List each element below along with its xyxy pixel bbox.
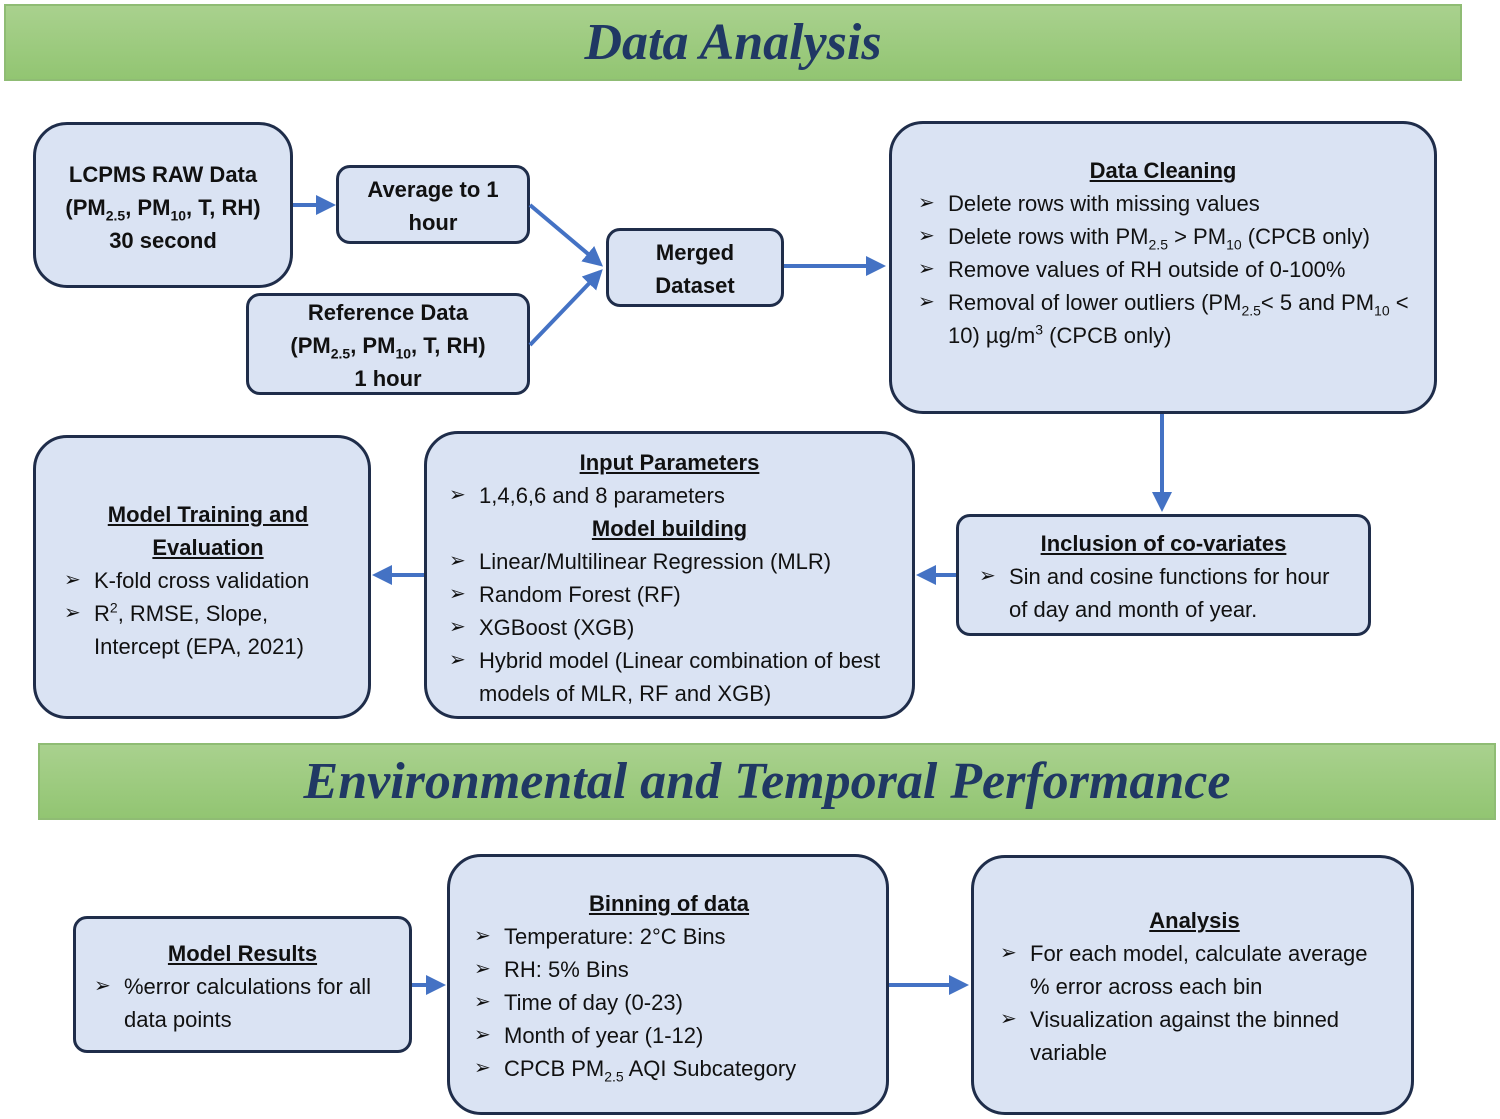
banner-data-analysis: Data Analysis: [4, 4, 1462, 81]
analysis-box: Analysis ➢For each model, calculate aver…: [971, 855, 1414, 1115]
cleaning-item-pm-ratio: ➢Delete rows with PM2.5 > PM10 (CPCB onl…: [916, 220, 1410, 253]
covariates-box: Inclusion of co-variates ➢Sin and cosine…: [956, 514, 1371, 636]
bullet-arrow-icon: ➢: [474, 991, 491, 1013]
binning-title: Binning of data: [588, 891, 750, 916]
bullet-arrow-icon: ➢: [1000, 1008, 1017, 1030]
analysis-item-visualization: ➢Visualization against the binned variab…: [998, 1003, 1391, 1069]
model-item-rf: ➢Random Forest (RF): [447, 578, 892, 611]
binning-item-rh: ➢RH: 5% Bins: [472, 953, 866, 986]
bullet-arrow-icon: ➢: [918, 192, 935, 214]
bullet-arrow-icon: ➢: [94, 975, 111, 997]
model-item-hybrid: ➢Hybrid model (Linear combination of bes…: [447, 644, 892, 710]
input-item-parameters: ➢1,4,6,6 and 8 parameters: [447, 479, 892, 512]
lcpms-params: (PM2.5, PM10, T, RH): [65, 195, 261, 224]
covariates-item: ➢Sin and cosine functions for hour of da…: [977, 560, 1350, 626]
bullet-arrow-icon: ➢: [449, 583, 466, 605]
bullet-arrow-icon: ➢: [474, 958, 491, 980]
bullet-arrow-icon: ➢: [64, 602, 81, 624]
training-item-metrics: ➢R2, RMSE, Slope, Intercept (EPA, 2021): [62, 597, 354, 663]
binning-item-temperature: ➢Temperature: 2°C Bins: [472, 920, 866, 953]
model-item-xgb: ➢XGBoost (XGB): [447, 611, 892, 644]
bullet-arrow-icon: ➢: [918, 258, 935, 280]
binning-box: Binning of data ➢Temperature: 2°C Bins ➢…: [447, 854, 889, 1115]
binning-item-month: ➢Month of year (1-12): [472, 1019, 866, 1052]
covariates-title: Inclusion of co-variates: [1040, 531, 1287, 556]
bullet-arrow-icon: ➢: [474, 1024, 491, 1046]
model-training-box: Model Training and Evaluation ➢K-fold cr…: [33, 435, 371, 719]
average-text: Average to 1 hour: [367, 177, 499, 235]
bullet-arrow-icon: ➢: [979, 565, 996, 587]
bullet-arrow-icon: ➢: [918, 291, 935, 313]
binning-item-time: ➢Time of day (0-23): [472, 986, 866, 1019]
banner-data-analysis-text: Data Analysis: [584, 14, 882, 71]
data-cleaning-title: Data Cleaning: [1089, 158, 1237, 183]
arrow-reference-to-merged: [528, 269, 603, 347]
bullet-arrow-icon: ➢: [918, 225, 935, 247]
reference-title: Reference Data: [307, 300, 469, 325]
bullet-arrow-icon: ➢: [474, 925, 491, 947]
bullet-arrow-icon: ➢: [449, 484, 466, 506]
model-results-title: Model Results: [167, 941, 318, 966]
banner-environmental-performance: Environmental and Temporal Performance: [38, 743, 1496, 820]
lcpms-title: LCPMS RAW Data: [68, 162, 258, 187]
reference-data-box: Reference Data (PM2.5, PM10, T, RH) 1 ho…: [246, 293, 530, 395]
bullet-arrow-icon: ➢: [474, 1057, 491, 1079]
merged-text: Merged Dataset: [655, 240, 735, 298]
banner-environmental-performance-text: Environmental and Temporal Performance: [303, 753, 1231, 810]
lcpms-raw-data-box: LCPMS RAW Data (PM2.5, PM10, T, RH) 30 s…: [33, 122, 293, 288]
bullet-arrow-icon: ➢: [1000, 942, 1017, 964]
reference-params: (PM2.5, PM10, T, RH): [290, 333, 486, 362]
bullet-arrow-icon: ➢: [449, 649, 466, 671]
bullet-arrow-icon: ➢: [64, 569, 81, 591]
data-cleaning-box: Data Cleaning ➢Delete rows with missing …: [889, 121, 1437, 414]
lcpms-interval: 30 second: [109, 228, 217, 253]
cleaning-item-outliers: ➢Removal of lower outliers (PM2.5< 5 and…: [916, 286, 1410, 352]
model-results-box: Model Results ➢%error calculations for a…: [73, 916, 412, 1053]
average-box: Average to 1 hour: [336, 165, 530, 244]
bullet-arrow-icon: ➢: [449, 550, 466, 572]
binning-item-aqi: ➢CPCB PM2.5 AQI Subcategory: [472, 1052, 866, 1085]
cleaning-item-rh: ➢Remove values of RH outside of 0-100%: [916, 253, 1410, 286]
model-item-mlr: ➢Linear/Multilinear Regression (MLR): [447, 545, 892, 578]
analysis-title: Analysis: [1149, 908, 1240, 933]
merged-dataset-box: Merged Dataset: [606, 228, 784, 307]
analysis-item-average: ➢For each model, calculate average % err…: [998, 937, 1391, 1003]
training-item-kfold: ➢K-fold cross validation: [62, 564, 354, 597]
reference-interval: 1 hour: [354, 366, 422, 391]
arrow-average-to-merged: [528, 203, 604, 267]
input-parameters-title: Input Parameters: [579, 450, 760, 475]
model-training-title: Model Training and Evaluation: [107, 502, 309, 560]
results-item-error: ➢%error calculations for all data points: [92, 970, 393, 1036]
model-building-title: Model building: [591, 516, 748, 541]
input-parameters-box: Input Parameters ➢1,4,6,6 and 8 paramete…: [424, 431, 915, 719]
cleaning-item-missing: ➢Delete rows with missing values: [916, 187, 1410, 220]
bullet-arrow-icon: ➢: [449, 616, 466, 638]
